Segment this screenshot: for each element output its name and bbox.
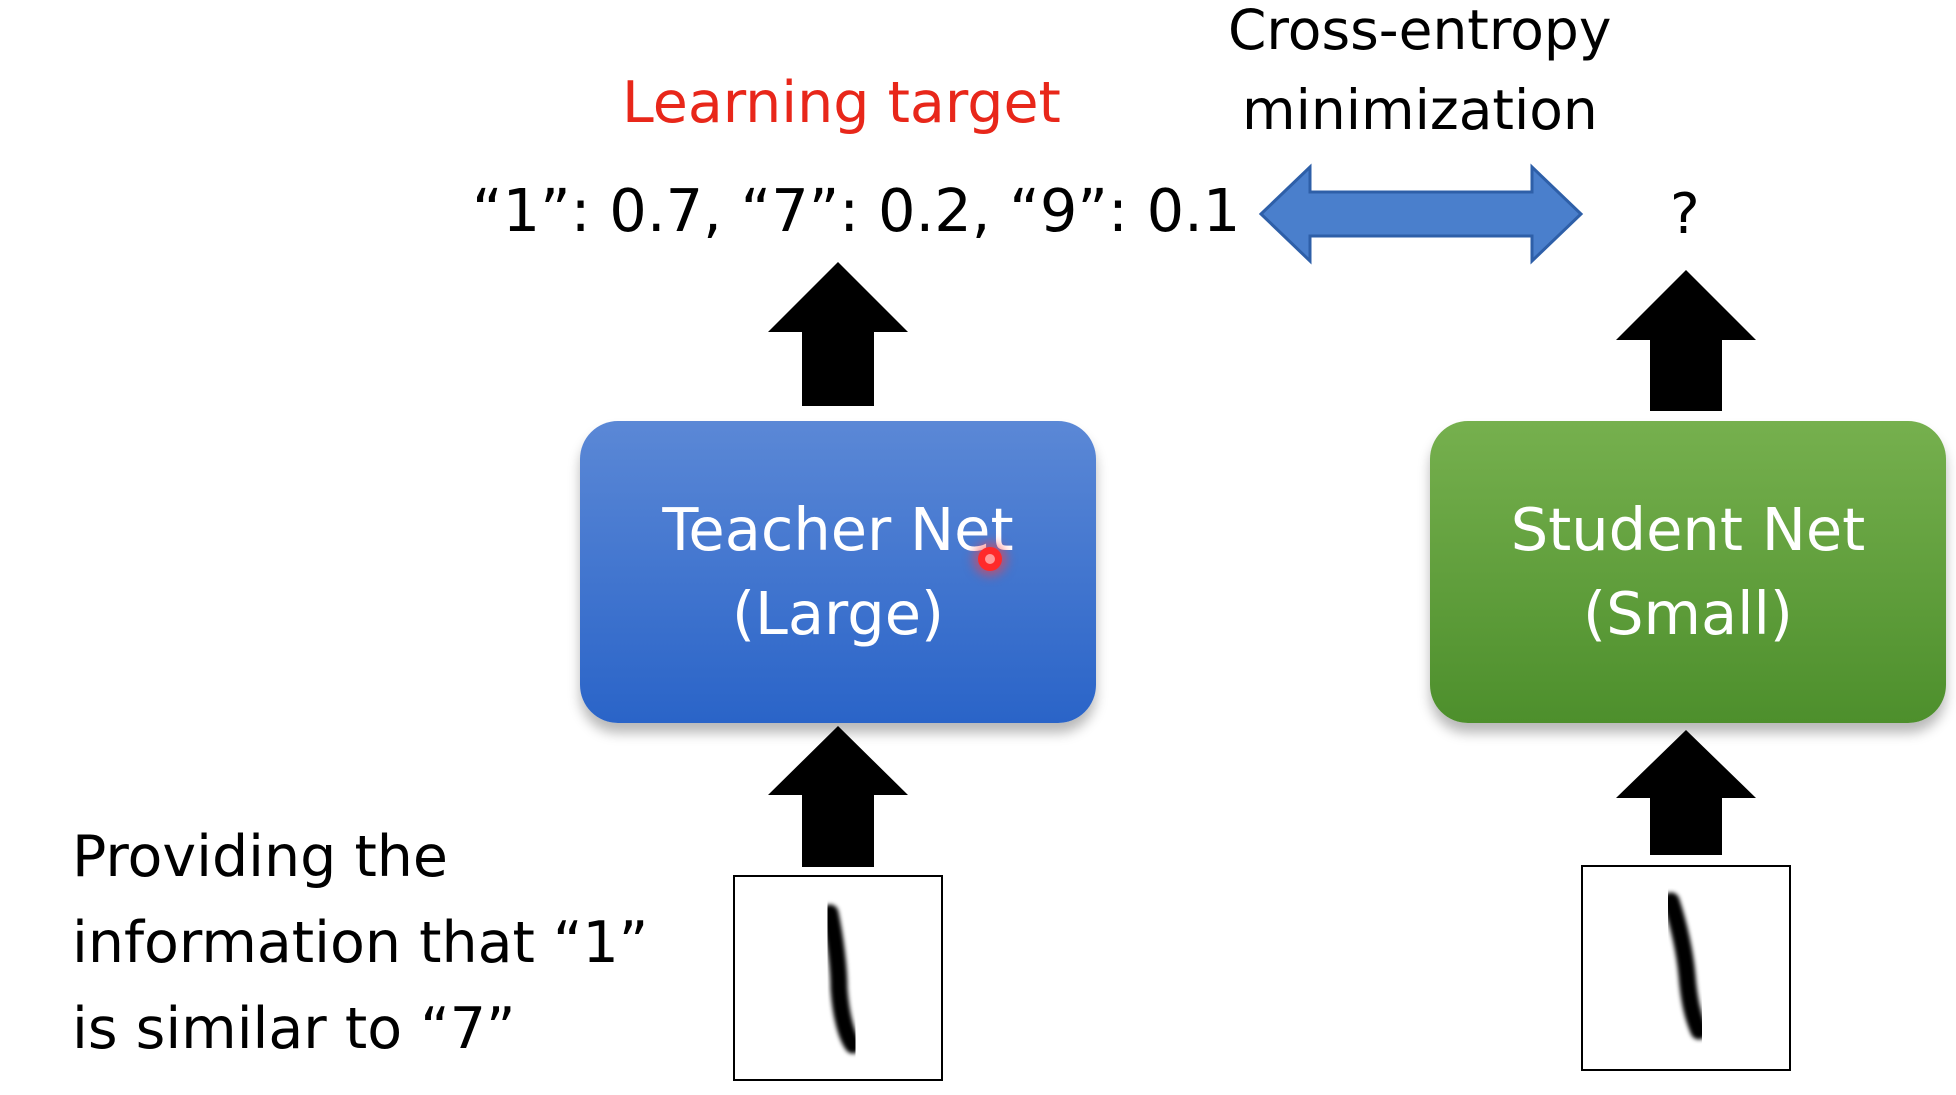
teacher-output-up-arrow-icon	[768, 262, 908, 406]
student-input-digit-image	[1581, 865, 1791, 1071]
caption-line2: information that “1”	[72, 900, 648, 986]
teacher-net-box: Teacher Net (Large)	[580, 421, 1096, 723]
student-input-up-arrow-icon	[1616, 730, 1756, 855]
handwritten-digit-one-icon	[1583, 867, 1789, 1069]
student-net-size: (Small)	[1583, 572, 1793, 656]
teacher-input-up-arrow-icon	[768, 726, 908, 867]
laser-pointer-dot	[978, 547, 1002, 571]
caption-line1: Providing the	[72, 814, 648, 900]
double-arrow-icon	[1261, 167, 1581, 261]
student-net-name: Student Net	[1511, 488, 1866, 572]
student-net-box: Student Net (Small)	[1430, 421, 1946, 723]
caption: Providing the information that “1” is si…	[72, 814, 648, 1072]
teacher-input-digit-image	[733, 875, 943, 1081]
handwritten-digit-one-icon	[735, 877, 941, 1079]
teacher-net-name: Teacher Net	[662, 488, 1013, 572]
student-output-up-arrow-icon	[1616, 270, 1756, 411]
teacher-net-size: (Large)	[732, 572, 944, 656]
caption-line3: is similar to “7”	[72, 986, 648, 1072]
